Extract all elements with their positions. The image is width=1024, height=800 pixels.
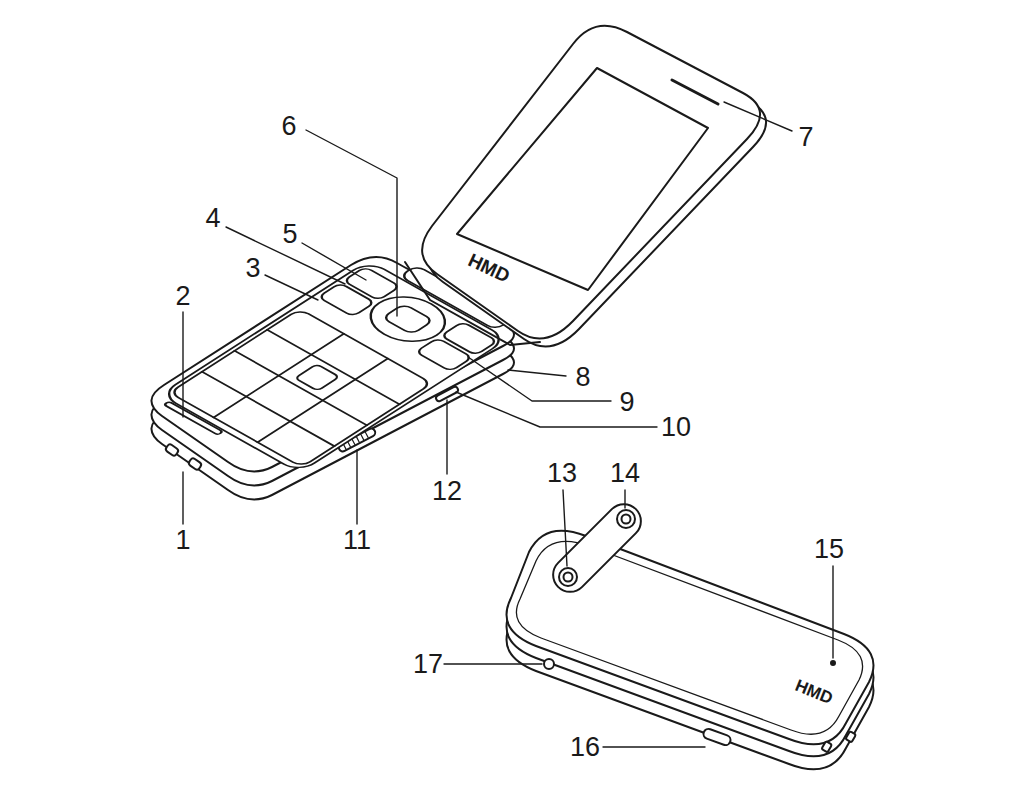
leader-line (563, 490, 567, 566)
number-grid (169, 309, 431, 467)
earpiece (672, 80, 718, 104)
leader-lines (183, 102, 833, 747)
callout-number: 12 (432, 478, 462, 505)
flash-inner (622, 515, 631, 524)
leader-line (724, 102, 792, 131)
callout-number: 3 (245, 255, 260, 282)
leader-line (265, 275, 318, 300)
leader-line (624, 490, 625, 508)
call-key (318, 283, 375, 317)
flash (617, 510, 635, 528)
camera-lens-inner (564, 573, 573, 582)
callout-number: 1 (175, 527, 190, 554)
brand-logo: HMD (793, 677, 835, 707)
leader-line (603, 746, 705, 747)
lanyard-hole (544, 659, 554, 669)
callout-number: 16 (570, 734, 600, 761)
microphone-hole (831, 661, 835, 665)
leader-line (182, 312, 183, 417)
bottom-port (188, 457, 202, 470)
leader-line (356, 450, 357, 524)
callout-number: 2 (175, 283, 190, 310)
center-key (295, 364, 339, 391)
end-port (821, 741, 832, 752)
callout-number: 14 (610, 460, 640, 487)
closed-phone (507, 497, 874, 769)
leader-line (182, 472, 183, 524)
select-key (382, 304, 433, 335)
callout-number: 13 (547, 460, 577, 487)
callout-number: 11 (343, 527, 371, 554)
leader-line (446, 400, 447, 474)
usb-port (702, 728, 732, 747)
leader-line (444, 663, 542, 664)
back-bevel (516, 541, 862, 734)
microphone-slot (164, 401, 223, 435)
key-panel (160, 261, 508, 473)
end-port (845, 731, 856, 742)
leader-line (306, 130, 397, 316)
nav-ring (356, 288, 460, 351)
callout-number: 15 (814, 536, 844, 563)
callout-number: 9 (619, 389, 634, 416)
bottom-port (165, 443, 179, 456)
lid-face (422, 26, 760, 339)
camera-lens (559, 568, 577, 586)
callout-number: 10 (661, 414, 691, 441)
callout-number: 5 (282, 221, 297, 248)
callout-number: 6 (281, 113, 296, 140)
leader-line (508, 370, 566, 376)
hinge-edge (405, 262, 540, 345)
callout-number: 8 (575, 364, 590, 391)
callout-number: 7 (798, 124, 813, 151)
callout-number: 4 (205, 205, 220, 232)
leader-line (302, 243, 366, 280)
leader-line (832, 566, 833, 658)
camera-module (546, 497, 648, 599)
lid (405, 26, 766, 347)
callout-number: 17 (413, 651, 443, 678)
leader-line (468, 357, 611, 401)
end-key (416, 338, 473, 372)
screen (457, 68, 708, 290)
brand-logo: HMD (465, 250, 512, 286)
